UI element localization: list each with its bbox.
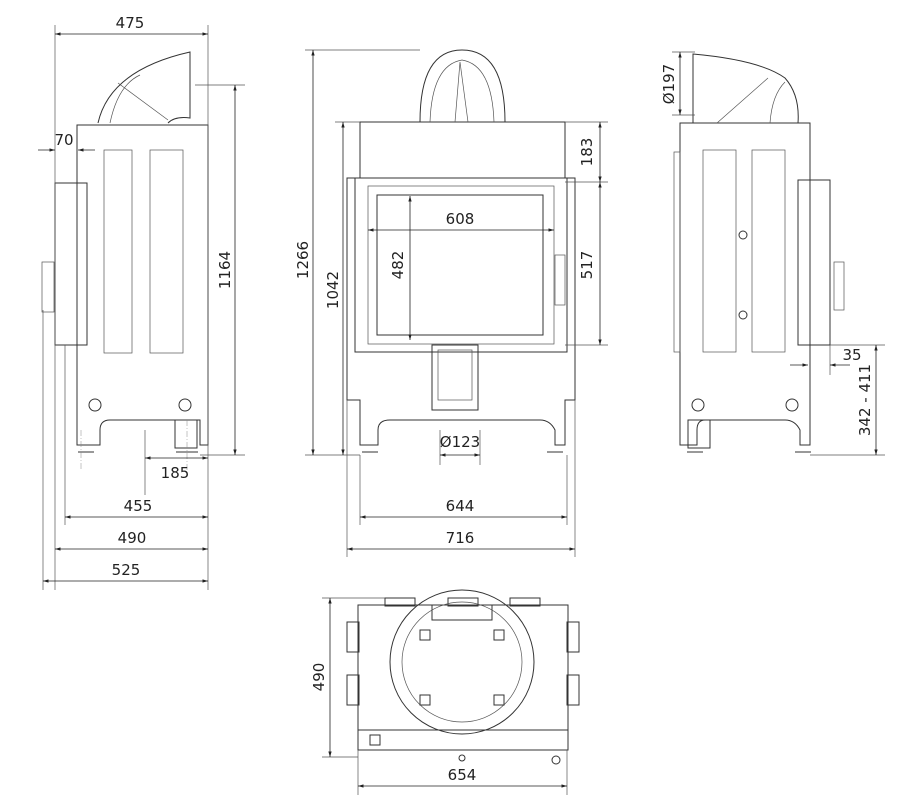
front-dimensions: 1266 1042 608 482 183 517 Ø123 644 716: [294, 49, 608, 557]
dim-diameter-123: Ø123: [440, 433, 480, 451]
dim-517: 517: [578, 251, 596, 280]
dim-716: 716: [446, 529, 475, 547]
dim-654: 654: [448, 766, 477, 784]
left-dimensions: 475 70 1164 185 455 490 525: [38, 14, 245, 590]
dim-490: 490: [118, 529, 147, 547]
dim-455: 455: [124, 497, 153, 515]
dim-diameter-197: Ø197: [660, 64, 678, 104]
dim-482: 482: [389, 251, 407, 280]
plan-dimensions: 490 654: [310, 597, 568, 795]
dim-35: 35: [842, 346, 861, 364]
dim-475: 475: [116, 14, 145, 32]
right-dimensions: Ø197 35 342 - 411: [660, 51, 885, 456]
dim-70: 70: [54, 131, 73, 149]
dim-342-411: 342 - 411: [856, 364, 874, 436]
left-side-view: [41, 51, 209, 470]
right-side-view: [673, 53, 845, 453]
plan-view: [346, 589, 580, 765]
dim-1266: 1266: [294, 241, 312, 279]
front-view: [346, 49, 576, 453]
dim-644: 644: [446, 497, 475, 515]
dim-525: 525: [112, 561, 141, 579]
dim-plan-490: 490: [310, 663, 328, 692]
dim-1042: 1042: [324, 271, 342, 309]
dim-1164: 1164: [216, 251, 234, 289]
dim-608: 608: [446, 210, 475, 228]
dim-183: 183: [578, 138, 596, 167]
dim-185: 185: [161, 464, 190, 482]
